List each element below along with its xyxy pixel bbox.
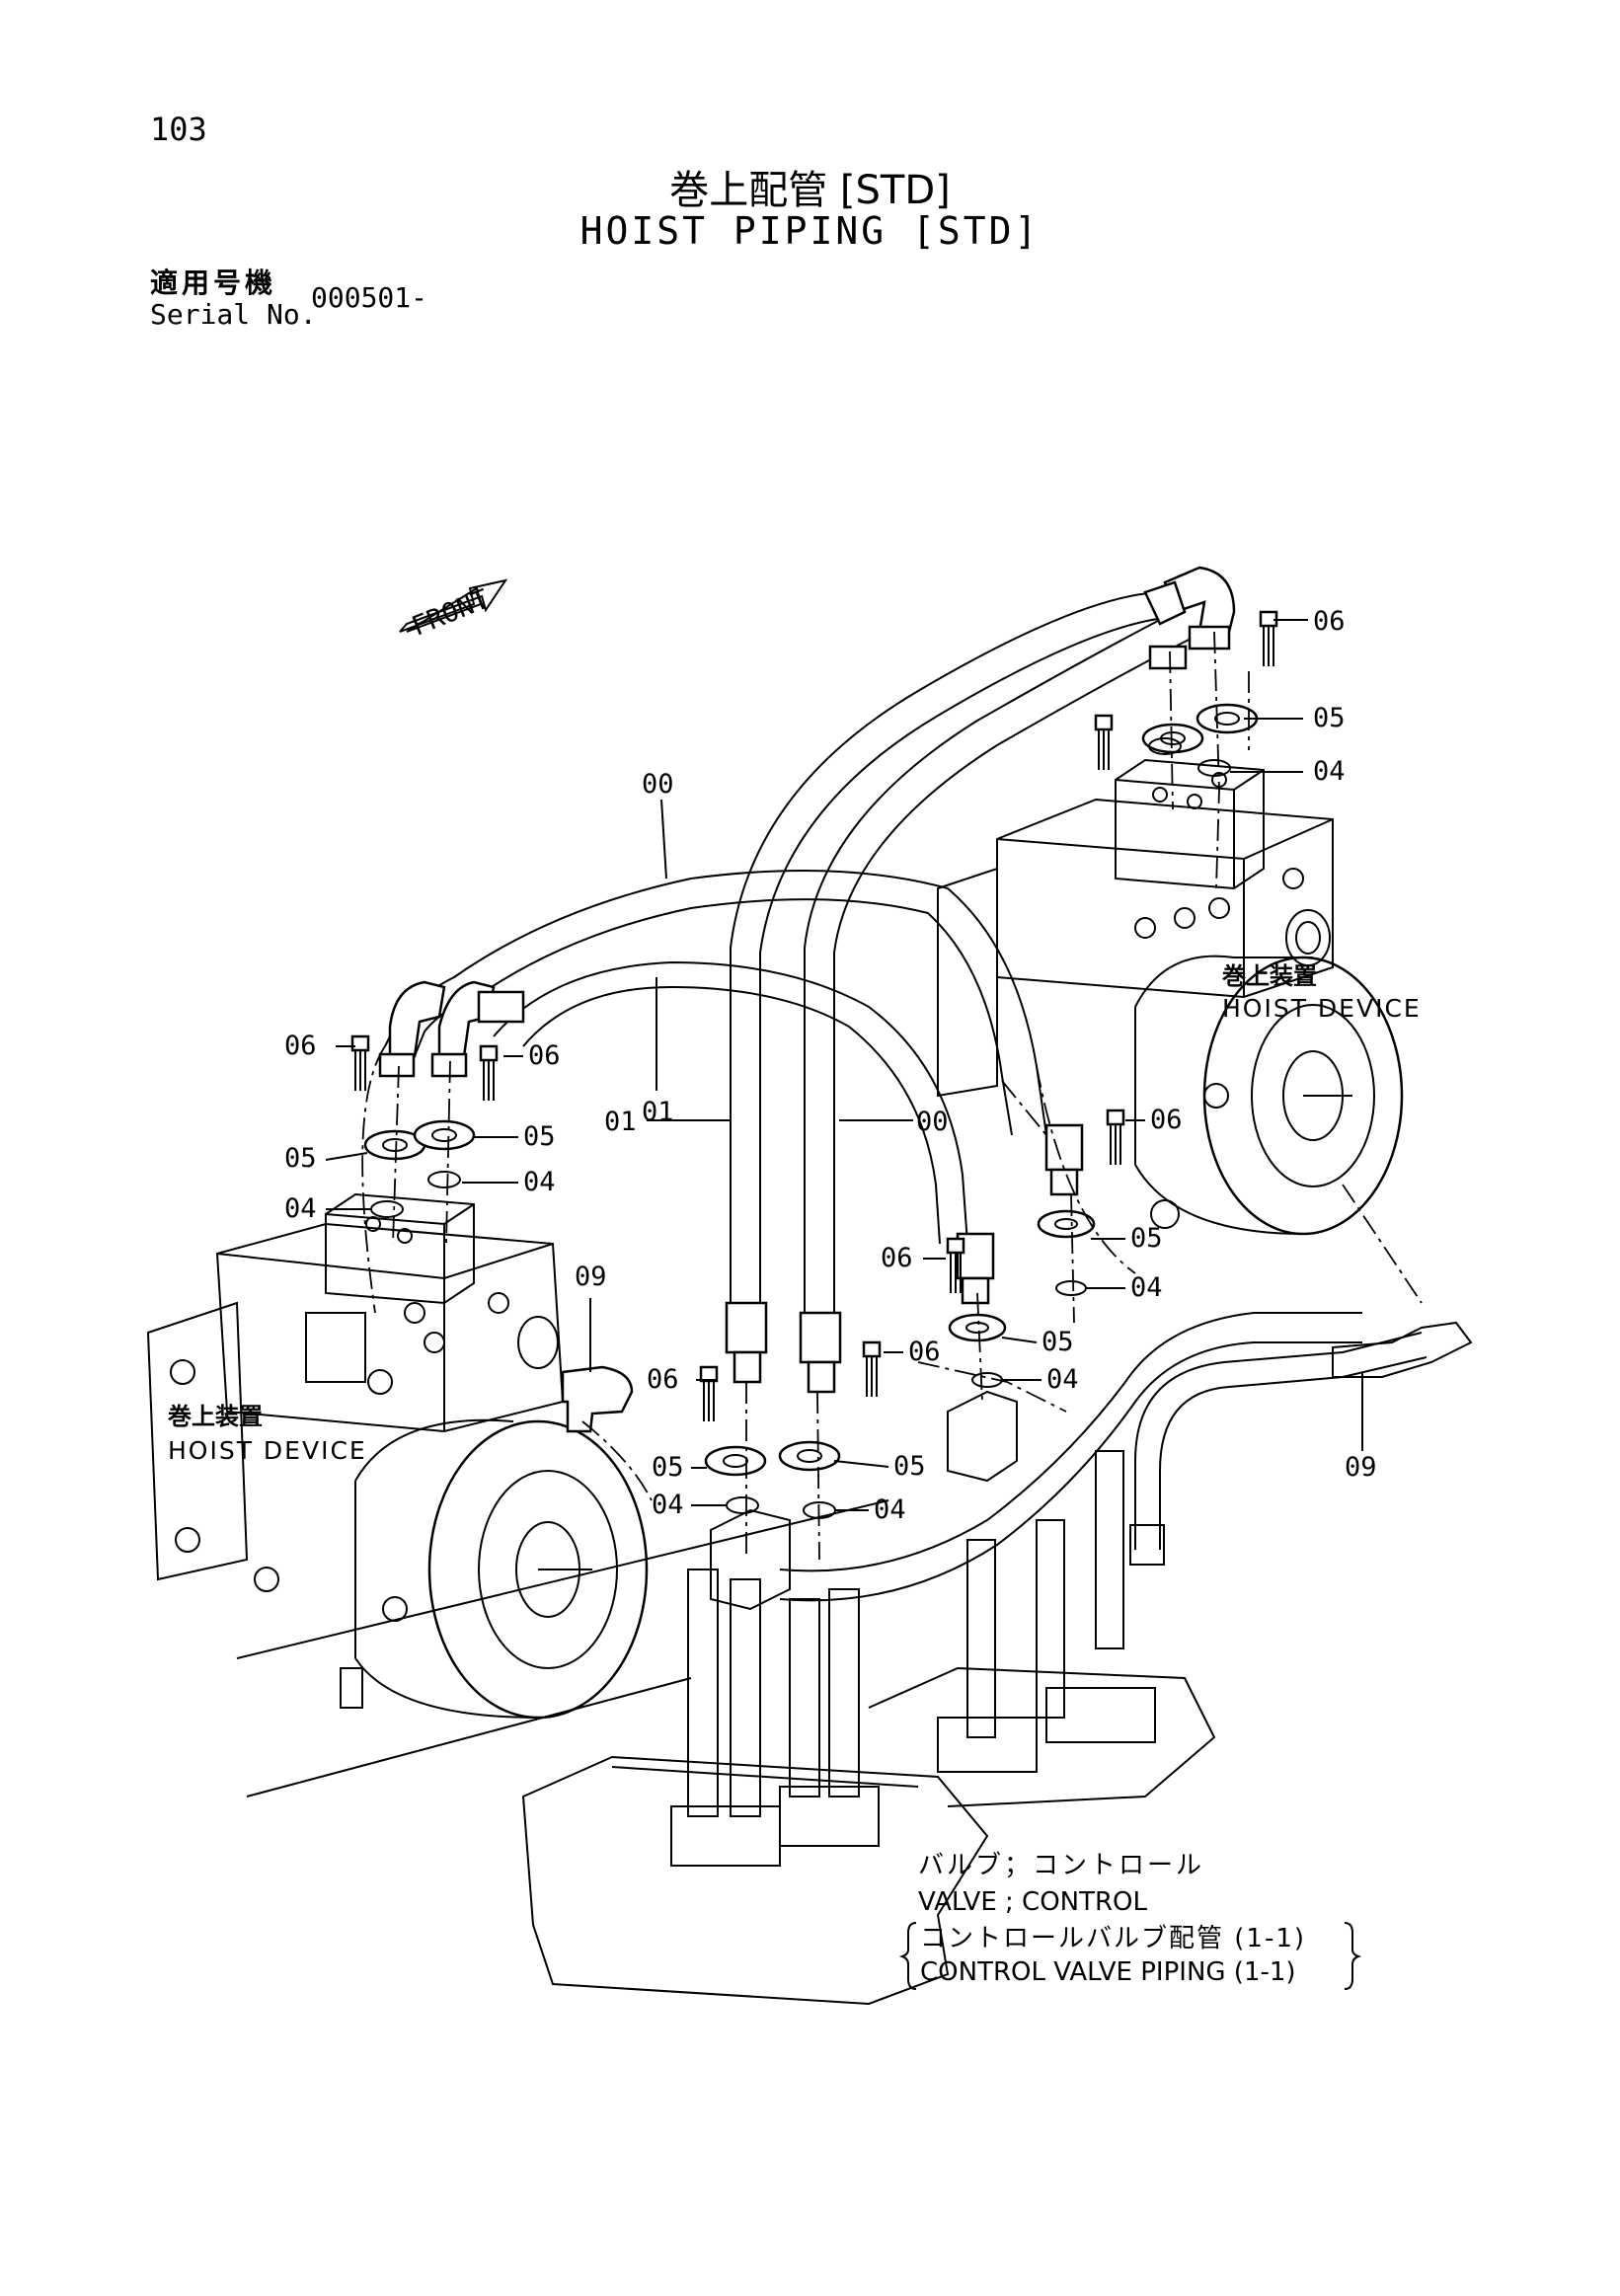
callout-06-left-1: 06 (284, 1031, 317, 1061)
callout-05-center-3: 05 (893, 1451, 926, 1482)
hoist-device-left (146, 1192, 889, 1798)
callout-04-left-2: 04 (284, 1193, 317, 1224)
hose-01-top (493, 960, 968, 1245)
callout-04-center-1: 04 (1046, 1364, 1079, 1395)
callout-00-top: 00 (642, 769, 674, 800)
flanges (363, 703, 1259, 1477)
callout-05-left-1: 05 (284, 1143, 317, 1174)
callout-06-center-2: 06 (908, 1337, 941, 1367)
callout-09-left: 09 (575, 1262, 607, 1292)
elbow-fittings-top-right (1143, 566, 1236, 670)
hoist-device-left-jp: 巻上装置 (168, 1403, 263, 1430)
callout-01-mid: 01 (642, 1097, 674, 1127)
callout-09-right: 09 (1345, 1452, 1377, 1483)
assembly-center-lines (361, 631, 1423, 1561)
page-title-jp: 巻上配管 [STD] (669, 168, 951, 213)
o-rings (370, 737, 1231, 1519)
valve-note-ref-en: CONTROL VALVE PIPING (1-1) (920, 1957, 1296, 1987)
valve-note: バルブ；コントロール VALVE ; CONTROL コントロールバルブ配管 (… (898, 1851, 1362, 1990)
leader-lines (325, 619, 1363, 1511)
page-title-en: HOIST PIPING [STD] (579, 209, 1041, 253)
callout-06-center-1: 06 (881, 1243, 913, 1273)
callout-06-left-2: 06 (528, 1040, 561, 1071)
callout-06-right: 06 (1150, 1105, 1183, 1135)
valve-note-ref-jp: コントロールバルブ配管 (1-1) (920, 1924, 1306, 1953)
callout-04-center-2: 04 (652, 1490, 684, 1520)
callout-00-mid: 00 (916, 1107, 949, 1137)
callout-05-right: 05 (1130, 1223, 1163, 1254)
callout-01-left: 01 (604, 1107, 637, 1137)
hose-01-main (730, 591, 1176, 1303)
hoist-device-right-en: HOIST DEVICE (1222, 994, 1422, 1023)
page-number: 103 (150, 111, 207, 148)
callout-labels: 00 01 01 00 06 05 04 06 06 05 05 04 04 0… (284, 606, 1377, 1525)
valve-note-en: VALVE ; CONTROL (918, 1887, 1148, 1917)
serial-label-jp: 適用号機 (150, 267, 277, 299)
front-arrow-icon: FRONT (399, 578, 508, 643)
serial-label-en: Serial No. (150, 298, 317, 331)
callout-05-top-right: 05 (1313, 703, 1346, 733)
hose-00-main (804, 601, 1205, 1313)
callout-04-right: 04 (1130, 1272, 1163, 1303)
hoist-device-left-en: HOIST DEVICE (168, 1436, 367, 1465)
callout-05-center-2: 05 (652, 1452, 684, 1483)
callout-04-top-right: 04 (1313, 756, 1346, 787)
callout-05-center-1: 05 (1041, 1327, 1074, 1357)
hoist-device-right (937, 758, 1404, 1236)
hoist-device-right-jp: 巻上装置 (1222, 962, 1317, 990)
callout-06-top-right: 06 (1313, 606, 1346, 637)
elbow-09-left (561, 1365, 634, 1433)
serial-value: 000501- (311, 281, 428, 314)
callout-05-left-2: 05 (523, 1121, 556, 1152)
control-valve (521, 1312, 1362, 2006)
hose-09 (1129, 1321, 1473, 1566)
bolts (350, 610, 1278, 1421)
callout-04-center-3: 04 (874, 1494, 906, 1525)
callout-04-left-1: 04 (523, 1167, 556, 1197)
elbow-fittings-top-left (378, 980, 525, 1078)
front-label: FRONT (408, 583, 494, 642)
valve-note-jp: バルブ；コントロール (918, 1851, 1204, 1880)
callout-06-center-3: 06 (647, 1364, 679, 1395)
